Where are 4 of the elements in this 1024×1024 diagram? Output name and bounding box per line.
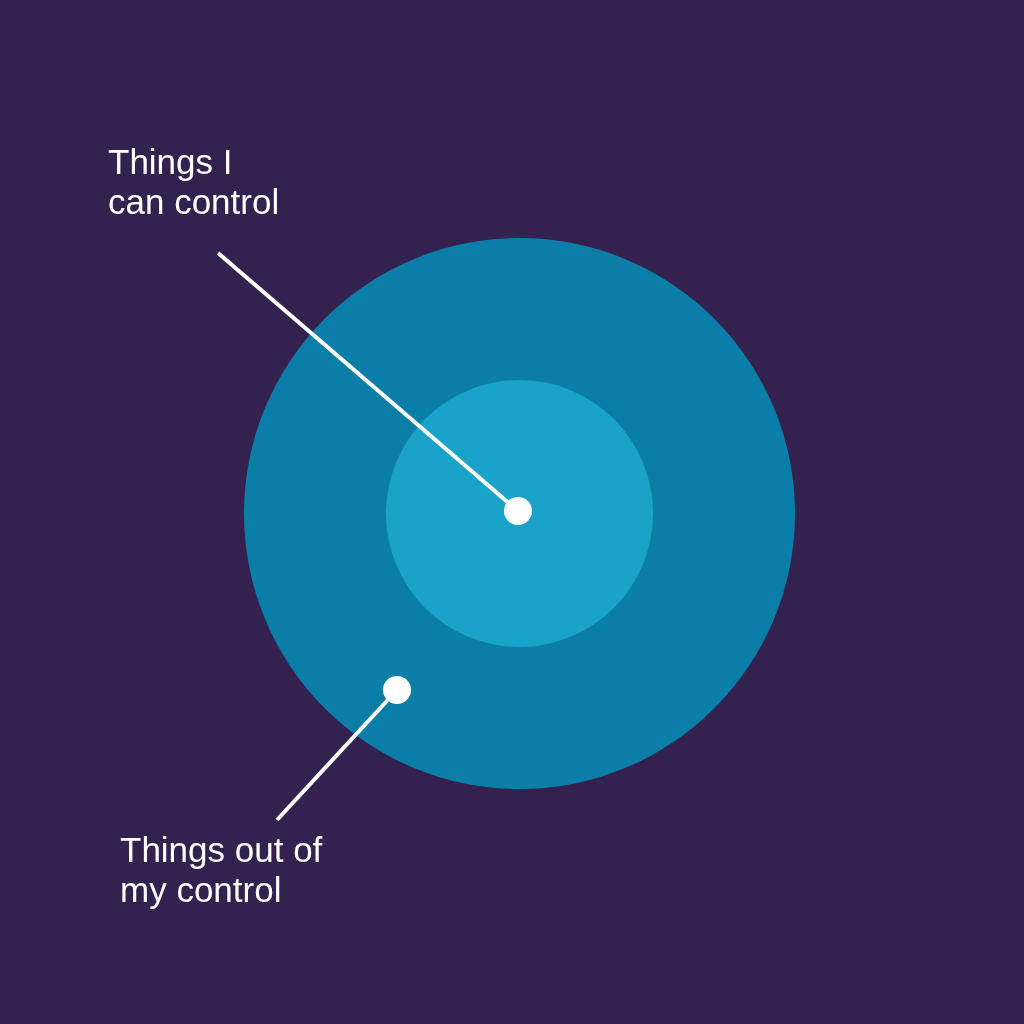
leader-line	[216, 251, 532, 525]
callout-label: Things I can control	[108, 142, 281, 222]
callout-label: Things out of my control	[120, 830, 324, 910]
leader-line	[275, 676, 411, 822]
